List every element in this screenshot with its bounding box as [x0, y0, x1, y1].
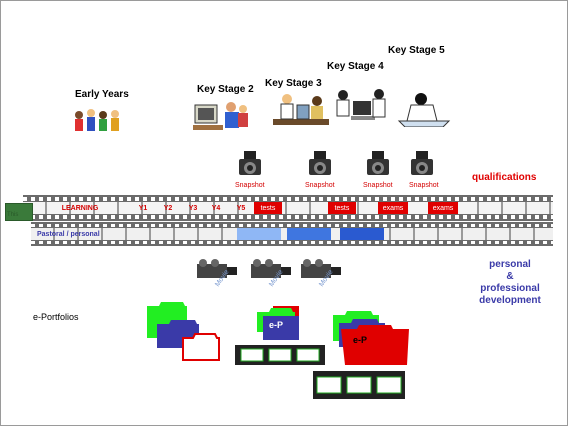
- snapshot-camera-icon: [309, 151, 331, 175]
- learning-film-strip: [23, 195, 553, 221]
- pastoral-block: [237, 228, 281, 240]
- student-writing-icon: [397, 93, 451, 127]
- pd-line-4: development: [479, 295, 541, 306]
- year-cell: Y5: [236, 204, 246, 212]
- students-lab-icon: [273, 94, 329, 125]
- movie-camera-icon: [251, 259, 291, 278]
- snapshot-label: Snapshot: [235, 182, 265, 189]
- pd-line-3: professional: [480, 283, 540, 294]
- snapshot-camera-icon: [367, 151, 389, 175]
- movie-camera-icon: [301, 259, 341, 278]
- learning-row: LEARNING Y1 Y2 Y3 Y4 Y5 tests tests exam…: [23, 202, 553, 214]
- year-cell: Y1: [138, 204, 148, 212]
- qualifications-label: qualifications: [472, 172, 537, 183]
- pd-line-2: &: [506, 271, 514, 282]
- year-cell: Y3: [188, 204, 198, 212]
- pupils-computer-icon: [193, 102, 248, 130]
- folder-stack-icon: [333, 311, 409, 365]
- stage-early-years: Early Years: [75, 89, 129, 100]
- folder-stack-icon: [147, 302, 220, 361]
- stage-key-stage-4: Key Stage 4: [327, 61, 384, 72]
- pastoral-title: Pastoral / personal: [37, 230, 100, 238]
- ep-label: e-P: [353, 335, 368, 345]
- pd-line-1: personal: [489, 259, 531, 270]
- learning-strip-tab: [5, 203, 33, 221]
- snapshot-label: Snapshot: [305, 182, 335, 189]
- exams-marker: exams: [378, 202, 408, 214]
- film-strip-icon: [235, 345, 325, 365]
- film-strip-icon: [313, 371, 405, 399]
- snapshot-label: Snapshot: [409, 182, 439, 189]
- learning-title: LEARNING: [61, 204, 99, 212]
- ep-label: e-P: [269, 320, 284, 330]
- year-cell: Y4: [211, 204, 221, 212]
- learning-side-label: This: [7, 212, 19, 218]
- exams-marker: exams: [428, 202, 458, 214]
- personal-development-label: personal & professional development: [467, 259, 553, 307]
- stage-key-stage-5: Key Stage 5: [388, 45, 445, 56]
- movie-camera-icon: [197, 259, 237, 278]
- pastoral-block: [340, 228, 384, 240]
- pastoral-row: Pastoral / personal: [31, 228, 553, 240]
- pastoral-block: [287, 228, 331, 240]
- snapshot-camera-icon: [239, 151, 261, 175]
- snapshot-camera-icon: [411, 151, 433, 175]
- year-cell: Y2: [163, 204, 173, 212]
- stage-key-stage-3: Key Stage 3: [265, 78, 322, 89]
- tests-marker: tests: [254, 202, 282, 214]
- folder-stack-icon: [257, 306, 299, 340]
- stage-key-stage-2: Key Stage 2: [197, 84, 254, 95]
- children-group-icon: [75, 109, 119, 131]
- snapshot-label: Snapshot: [363, 182, 393, 189]
- eportfolios-label: e-Portfolios: [33, 312, 79, 322]
- tests-marker: tests: [328, 202, 356, 214]
- teens-computer-icon: [336, 89, 386, 120]
